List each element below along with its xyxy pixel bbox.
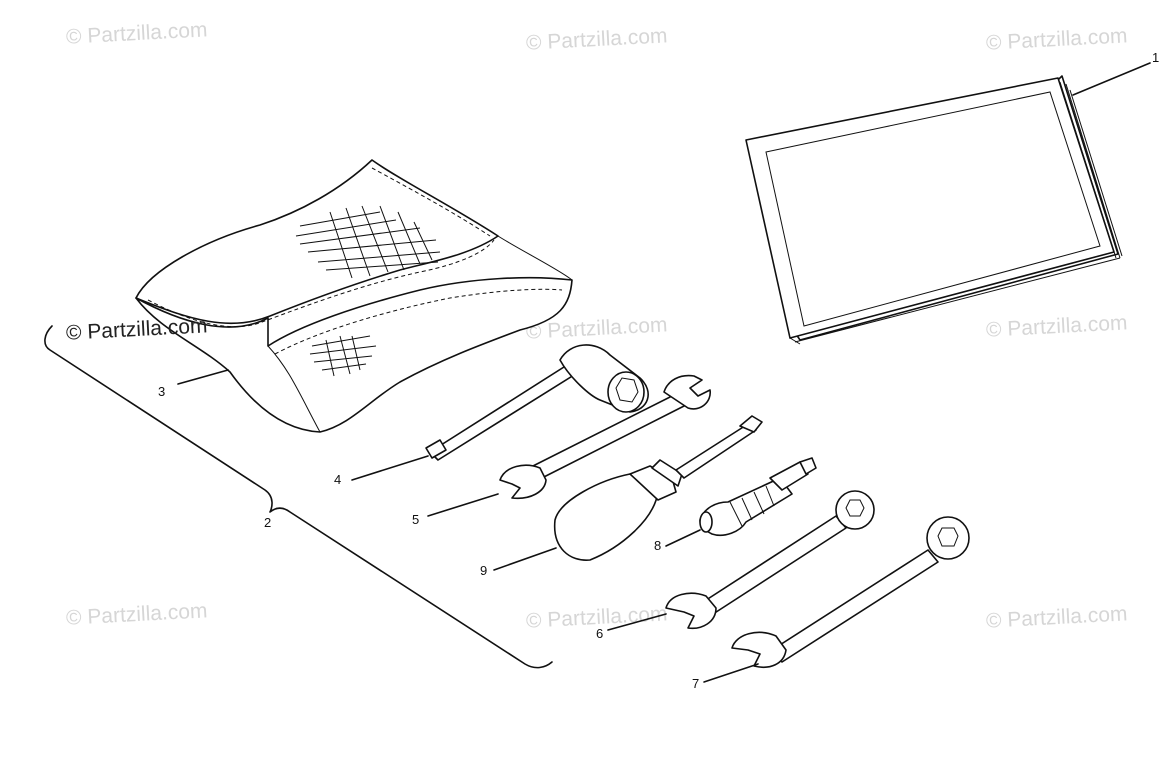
part-9-screwdriver [493, 415, 763, 571]
part-5-wrench [427, 374, 711, 517]
callout-3: 3 [158, 384, 166, 399]
callout-5: 5 [412, 512, 420, 527]
part-4-socket-wrench [351, 344, 649, 481]
callout-8: 8 [654, 538, 662, 553]
part-1-manual [745, 62, 1151, 345]
callout-6: 6 [596, 626, 604, 641]
part-2-bracket [44, 325, 553, 669]
callout-9: 9 [480, 563, 488, 578]
part-3-tool-pouch [135, 159, 573, 433]
part-7-combination-wrench [703, 516, 970, 683]
callout-7: 7 [692, 676, 700, 691]
callout-1: 1 [1152, 50, 1160, 65]
callout-4: 4 [334, 472, 342, 487]
part-8-bit-driver [665, 457, 817, 547]
callout-2: 2 [264, 515, 272, 530]
part-6-combination-wrench [607, 490, 875, 631]
